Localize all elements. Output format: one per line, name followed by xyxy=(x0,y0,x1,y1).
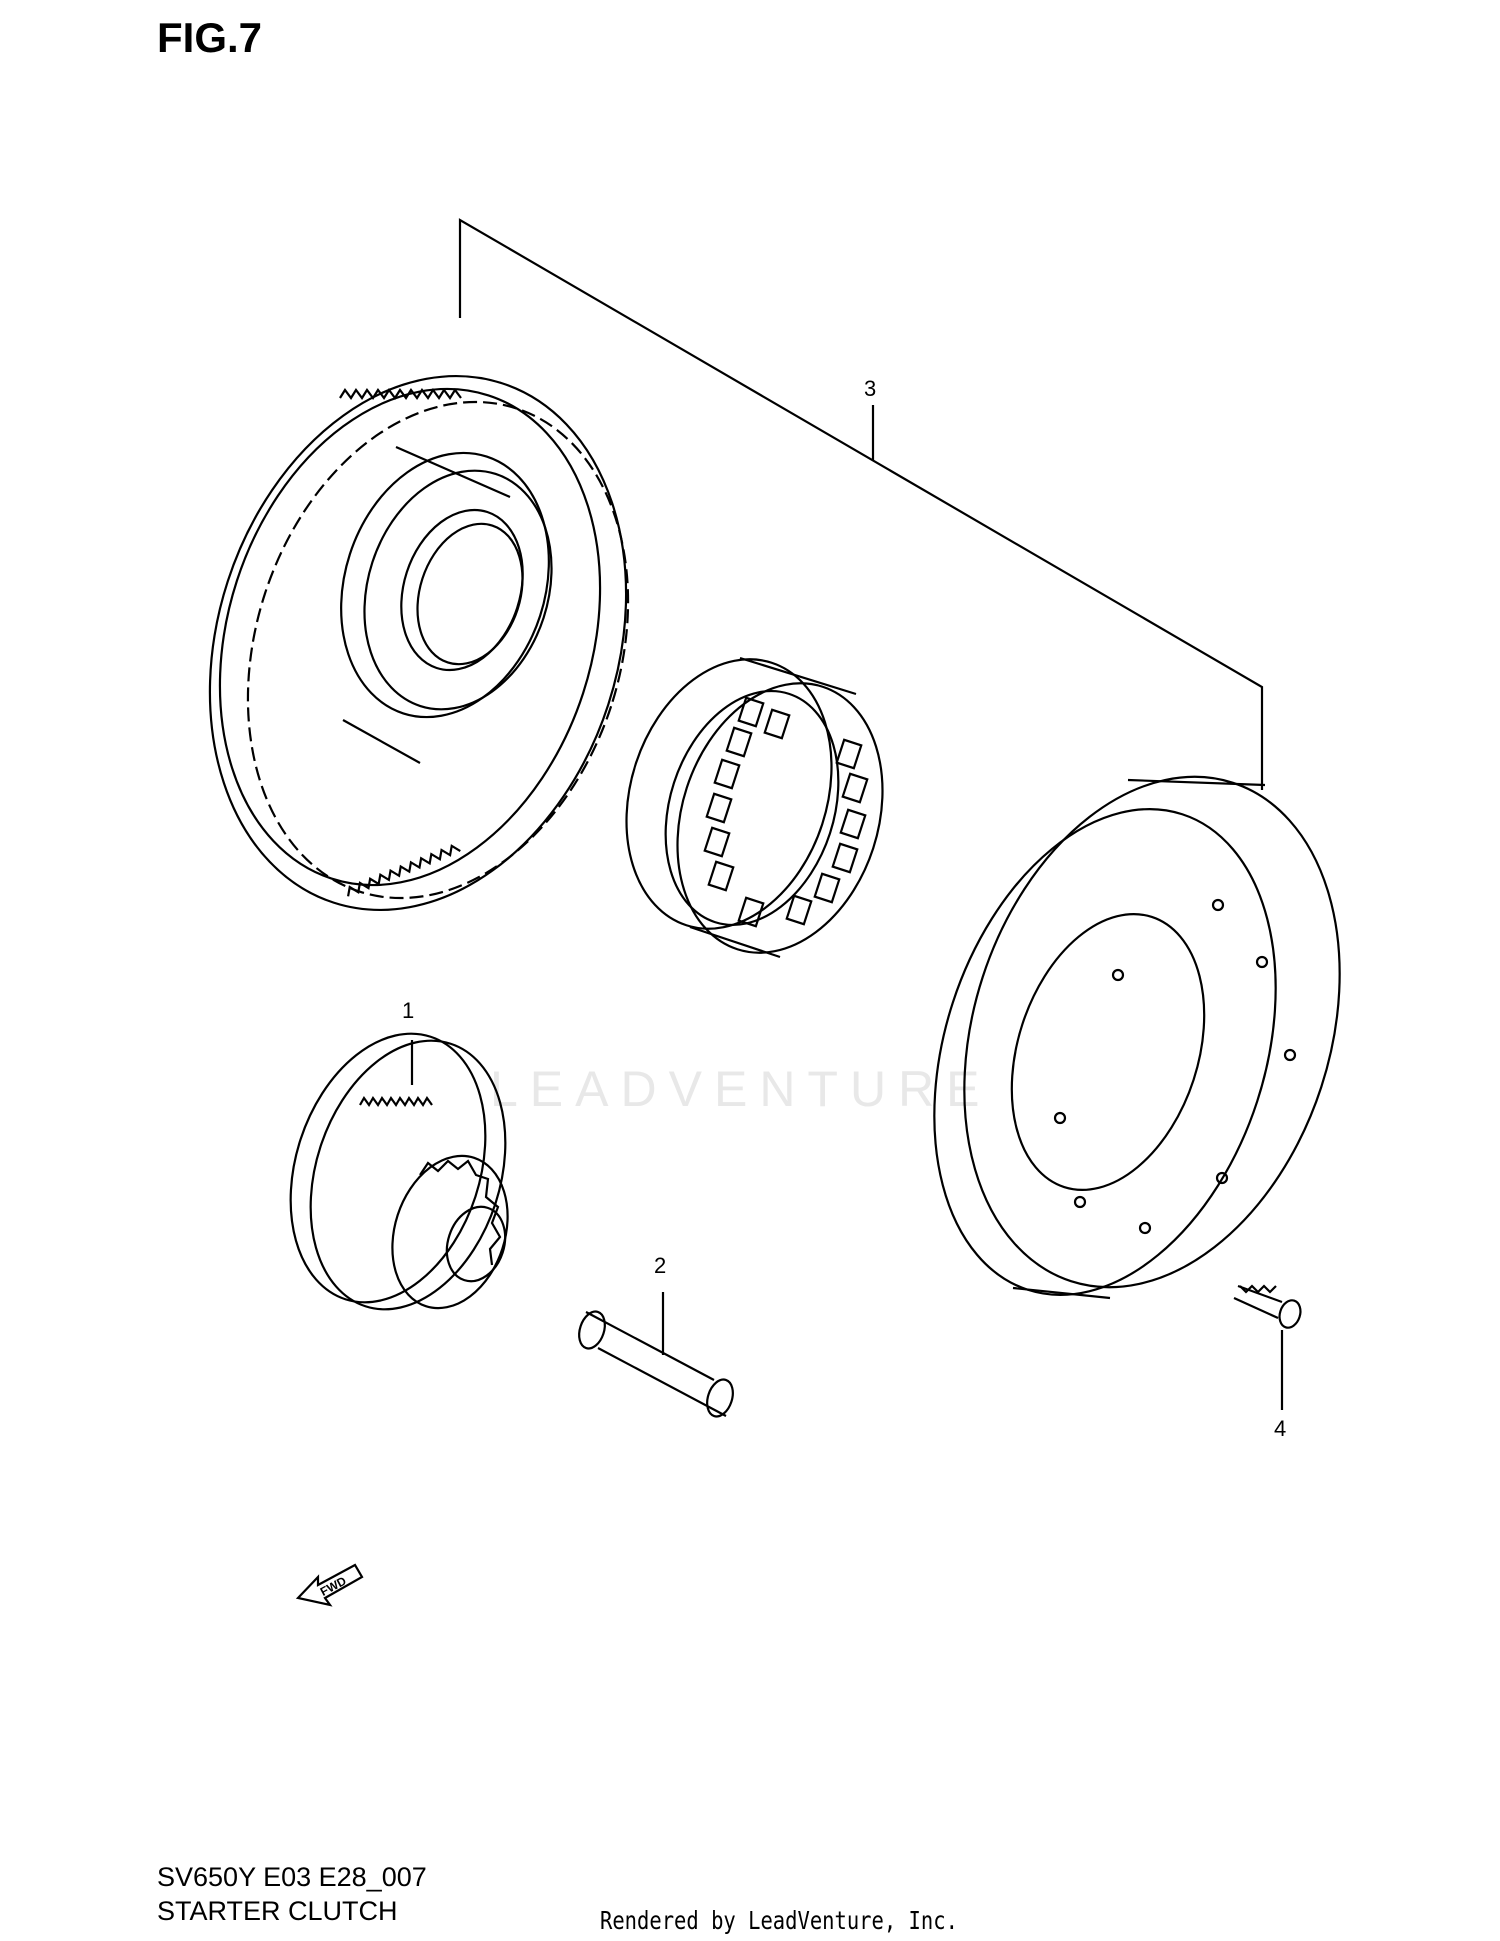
diagram-model-code: SV650Y E03 E28_007 xyxy=(157,1862,427,1892)
watermark-text: LEADVENTURE xyxy=(490,1061,992,1117)
starter-clutch-housing-part[interactable] xyxy=(876,728,1403,1339)
diagram-section-name: STARTER CLUTCH xyxy=(157,1896,398,1926)
callout-4-label: 4 xyxy=(1274,1416,1286,1441)
idle-gear-part[interactable] xyxy=(258,1008,538,1334)
fwd-arrow-label: FWD xyxy=(318,1574,349,1599)
callout-1-label: 1 xyxy=(402,998,414,1023)
starter-gear-large-part[interactable] xyxy=(143,322,692,965)
one-way-clutch-part[interactable] xyxy=(593,632,916,979)
forward-direction-arrow-icon xyxy=(295,1563,364,1607)
rendered-by-credit: Rendered by LeadVenture, Inc. xyxy=(600,1906,958,1935)
idle-gear-shaft-part[interactable] xyxy=(575,1308,738,1420)
callout-3-label: 3 xyxy=(864,376,876,401)
callout-2-label: 2 xyxy=(654,1253,666,1278)
figure-title: FIG.7 xyxy=(157,14,263,61)
callout-3-bracket xyxy=(458,218,1264,790)
bolt-part[interactable] xyxy=(1233,1284,1304,1330)
